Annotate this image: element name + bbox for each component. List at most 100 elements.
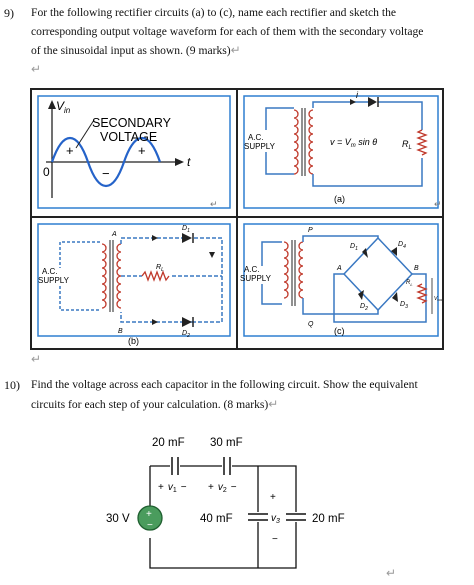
primary-wires bbox=[59, 241, 100, 311]
diode-d1 bbox=[362, 248, 368, 258]
return-mark: ↵ bbox=[31, 352, 42, 366]
primary-coil bbox=[283, 241, 289, 299]
minus-sign: − bbox=[102, 166, 110, 181]
node-b-label: B bbox=[118, 328, 123, 335]
voltage-label: VOLTAGE bbox=[100, 130, 157, 144]
circuit-c-figure: A.C. SUPPLY P Q A B D1 D4 D2 D3 RL Vout … bbox=[240, 223, 444, 337]
diode-d4 bbox=[391, 247, 397, 256]
node-b-label: B bbox=[414, 265, 419, 272]
ac-supply-label-1: A.C. bbox=[42, 267, 58, 276]
c1-label: 20 mF bbox=[152, 437, 185, 449]
current-arrow bbox=[350, 99, 356, 105]
primary-coil bbox=[293, 109, 299, 175]
diode-d1 bbox=[182, 233, 192, 243]
question-9-number: 9) bbox=[4, 6, 14, 20]
c4-gap bbox=[287, 512, 305, 522]
caption-c: (c) bbox=[334, 326, 345, 336]
circuit-a-cell: A.C. SUPPLY i v = Vm sin θ RL (a) ↵ bbox=[237, 89, 443, 217]
d4-label: D4 bbox=[398, 241, 406, 250]
node-q-label: Q bbox=[308, 321, 314, 328]
question-9-text: For the following rectifier circuits (a)… bbox=[31, 4, 469, 61]
origin-label: 0 bbox=[43, 165, 50, 179]
c2-label: 30 mF bbox=[210, 437, 243, 449]
secondary-coil bbox=[308, 109, 314, 175]
source-label: 30 V bbox=[106, 513, 130, 525]
plus-sign-1: + bbox=[66, 143, 74, 158]
d1-label: D1 bbox=[182, 225, 190, 234]
v1-label: +v1− bbox=[158, 482, 187, 494]
c3-label: 40 mF bbox=[200, 513, 233, 525]
secondary-wires bbox=[302, 235, 379, 315]
return-mark: ↵ bbox=[386, 566, 397, 580]
node-a-label: A bbox=[111, 231, 117, 238]
caption-a: (a) bbox=[334, 194, 345, 204]
d2-label: D2 bbox=[182, 330, 190, 339]
diode-d2 bbox=[358, 290, 364, 300]
source-plus: + bbox=[146, 509, 152, 520]
figure-frame bbox=[243, 95, 439, 209]
question-10-number: 10) bbox=[4, 378, 20, 392]
plus-sign-2: + bbox=[138, 143, 146, 158]
caption-b: (b) bbox=[128, 336, 139, 346]
voltage-source bbox=[137, 505, 163, 531]
voltage-axis-arrow bbox=[48, 100, 56, 109]
v3-minus: − bbox=[272, 534, 278, 545]
circuit-b-cell: A.C. SUPPLY A B D1 D2 RL (b) bbox=[31, 217, 237, 349]
v3-plus: + bbox=[270, 492, 276, 503]
circuit-c-cell: A.C. SUPPLY P Q A B D1 D4 D2 D3 RL Vout … bbox=[237, 217, 444, 349]
v3-label: v3 bbox=[271, 513, 280, 525]
load-resistor bbox=[416, 283, 428, 304]
circuit-a-figure: A.C. SUPPLY i v = Vm sin θ RL (a) bbox=[243, 90, 439, 209]
question-10-text: Find the voltage across each capacitor i… bbox=[31, 376, 469, 414]
source-minus: − bbox=[147, 520, 153, 531]
question-10-line-2-text: circuits for each step of your calculati… bbox=[31, 397, 269, 411]
load-wires bbox=[333, 273, 427, 323]
secondary-wires bbox=[120, 237, 223, 323]
capacitor-circuit: + − 20 mF 30 mF 40 mF 20 mF 30 V +v1− +v… bbox=[106, 437, 345, 569]
outer-loop-wire bbox=[149, 465, 297, 569]
cell-mark: ↵ bbox=[210, 199, 218, 209]
diode-d2 bbox=[182, 317, 192, 327]
secondary-label: SECONDARY bbox=[92, 116, 172, 130]
rl-label: RL bbox=[156, 264, 164, 273]
v2-label: +v2− bbox=[208, 482, 237, 494]
secondary-coil bbox=[116, 243, 122, 309]
c2-gap bbox=[222, 458, 232, 474]
c3-gap bbox=[249, 512, 267, 522]
arrow-right bbox=[209, 252, 215, 258]
load-resistor bbox=[141, 270, 170, 282]
ac-supply-label-1: A.C. bbox=[248, 133, 264, 142]
callout-line bbox=[75, 119, 95, 149]
return-mark: ↵ bbox=[31, 62, 42, 76]
load-resistor bbox=[416, 129, 428, 156]
bridge-diamond bbox=[342, 236, 414, 312]
question-10-line-1: Find the voltage across each capacitor i… bbox=[31, 378, 418, 391]
load-resistor-label: RL bbox=[402, 139, 412, 151]
question-9-line-3: of the sinusoidal input as shown. (9 mar… bbox=[31, 43, 241, 57]
primary-wires bbox=[261, 241, 282, 305]
node-a-label: A bbox=[336, 265, 342, 272]
sine-waveform bbox=[50, 136, 162, 188]
d2-label: D2 bbox=[360, 303, 368, 312]
rl-label: RL bbox=[406, 280, 413, 287]
input-waveform-cell: Vin SECONDARY VOLTAGE + + − 0 t ↵ bbox=[31, 89, 237, 217]
current-label: i bbox=[356, 90, 359, 100]
ac-supply-label-2: SUPPLY bbox=[38, 276, 70, 285]
ac-supply-label-2: SUPPLY bbox=[244, 142, 276, 151]
node-p-label: P bbox=[308, 227, 313, 234]
primary-coil bbox=[101, 243, 107, 309]
question-9-line-2: corresponding output voltage waveform fo… bbox=[31, 24, 424, 38]
input-waveform-figure: Vin SECONDARY VOLTAGE + + − 0 t bbox=[37, 95, 231, 209]
c1-gap bbox=[170, 458, 180, 474]
axis-v-label: Vin bbox=[56, 99, 71, 115]
ac-supply-label-1: A.C. bbox=[244, 265, 260, 274]
diode-d3 bbox=[392, 292, 398, 302]
c4-label: 20 mF bbox=[312, 513, 345, 525]
secondary-wires bbox=[312, 101, 423, 187]
voltage-equation: v = Vm sin θ bbox=[330, 137, 377, 149]
ac-supply-label-2: SUPPLY bbox=[240, 274, 272, 283]
question-9-line-3-text: of the sinusoidal input as shown. (9 mar… bbox=[31, 44, 231, 57]
secondary-coil bbox=[298, 241, 304, 299]
question-10-line-2: circuits for each step of your calculati… bbox=[31, 396, 279, 411]
figure-frame bbox=[243, 223, 439, 337]
